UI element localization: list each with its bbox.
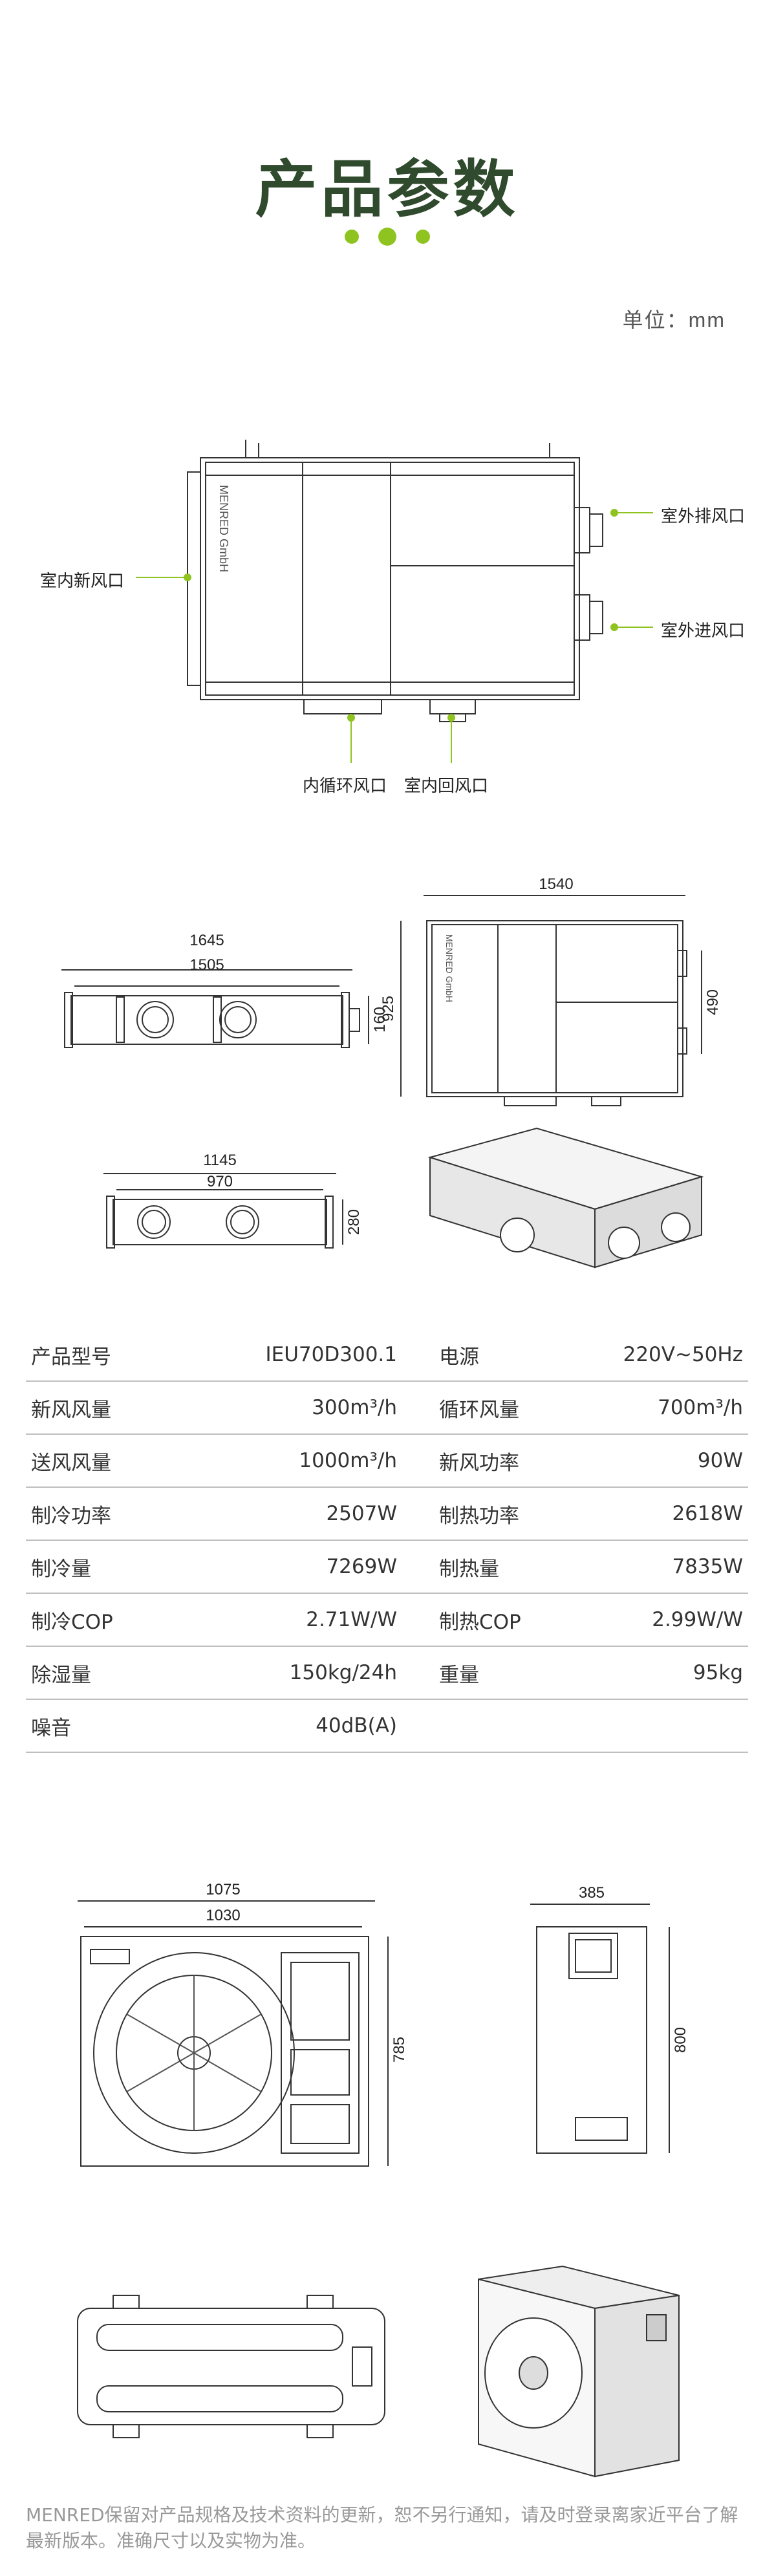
page-title: 产品参数 — [255, 153, 519, 226]
dot-icon — [415, 230, 430, 244]
spec-k1: 送风风量 — [26, 1434, 172, 1488]
spec-v1: 1000m³/h — [172, 1434, 426, 1488]
spec-k2 — [426, 1699, 574, 1753]
title-dots — [0, 228, 774, 246]
dim-280: 280 — [345, 1209, 363, 1235]
dim-1145: 1145 — [203, 1152, 237, 1169]
diagram-indoor-dimensions: 1645 1505 160 MENRED GmbH 1540 925 490 — [0, 873, 774, 1274]
spec-v2: 700m³/h — [574, 1381, 748, 1435]
spec-k1: 制冷量 — [26, 1540, 172, 1594]
label-inner-circulation: 内循环风口 — [303, 777, 387, 796]
spec-k1: 制冷功率 — [26, 1487, 172, 1541]
spec-v1: 2507W — [172, 1487, 426, 1541]
spec-v1: IEU70D300.1 — [172, 1329, 426, 1382]
spec-k1: 产品型号 — [26, 1329, 172, 1382]
dim-785: 785 — [391, 2037, 408, 2063]
spec-v2: 7835W — [574, 1540, 748, 1594]
spec-k2: 制热COP — [426, 1593, 574, 1647]
spec-v1: 40dB(A) — [172, 1699, 426, 1753]
spec-v2: 2.99W/W — [574, 1593, 748, 1647]
spec-v2 — [574, 1699, 748, 1753]
brand-mark-small: MENRED GmbH — [444, 934, 455, 1002]
dim-1030: 1030 — [206, 1907, 240, 1924]
spec-k2: 制热量 — [426, 1540, 574, 1594]
dot-icon — [344, 230, 359, 244]
spec-k1: 除湿量 — [26, 1646, 172, 1700]
label-indoor-return: 室内回风口 — [404, 777, 489, 796]
label-indoor-fresh: 室内新风口 — [40, 572, 125, 591]
spec-k2: 制热功率 — [426, 1487, 574, 1541]
spec-k1: 制冷COP — [26, 1593, 172, 1647]
spec-v1: 150kg/24h — [172, 1646, 426, 1700]
spec-v1: 2.71W/W — [172, 1593, 426, 1647]
spec-k1: 噪音 — [26, 1699, 172, 1753]
spec-v2: 220V~50Hz — [574, 1329, 748, 1382]
dim-1645: 1645 — [189, 932, 224, 949]
outdoor-dimension-drawings: 1075 1030 785 385 800 — [77, 1881, 689, 2478]
spec-v1: 300m³/h — [172, 1381, 426, 1435]
diagram-labeled-top-view: MENRED GmbH 室内新风口 室外排风口 室外进风口 内循环风口 室内回风… — [0, 427, 774, 815]
unit-label: 单位：mm — [622, 308, 726, 332]
dim-970: 970 — [207, 1173, 233, 1190]
spec-k2: 循环风量 — [426, 1381, 574, 1435]
spec-k2: 电源 — [426, 1329, 574, 1382]
label-outdoor-intake: 室外进风口 — [661, 621, 746, 641]
dim-800: 800 — [672, 2027, 689, 2053]
dim-490: 490 — [704, 989, 722, 1015]
dim-160: 160 — [371, 1007, 389, 1033]
spec-v2: 2618W — [574, 1487, 748, 1541]
diagram-outdoor-dimensions: 1075 1030 785 385 800 — [0, 1856, 774, 2489]
dot-icon — [378, 228, 396, 246]
spec-v2: 90W — [574, 1434, 748, 1488]
spec-v2: 95kg — [574, 1646, 748, 1700]
dim-385: 385 — [579, 1884, 605, 1902]
label-outdoor-exhaust: 室外排风口 — [661, 507, 746, 526]
outdoor-unit-iso — [478, 2265, 680, 2478]
indoor-unit-iso — [427, 1127, 704, 1269]
dim-925: 925 — [380, 996, 397, 1022]
spec-k1: 新风风量 — [26, 1381, 172, 1435]
spec-k2: 重量 — [426, 1646, 574, 1700]
brand-mark: MENRED GmbH — [217, 485, 230, 572]
dim-1540: 1540 — [539, 875, 573, 893]
dim-1505: 1505 — [189, 956, 224, 974]
spec-v1: 7269W — [172, 1540, 426, 1594]
dim-1075: 1075 — [206, 1881, 240, 1898]
indoor-dimension-drawings: 1645 1505 160 MENRED GmbH 1540 925 490 — [61, 875, 722, 1269]
spec-k2: 新风功率 — [426, 1434, 574, 1488]
footer-disclaimer: MENRED保留对产品规格及技术资料的更新，恕不另行通知，请及时登录离家近平台了… — [26, 2504, 738, 2551]
unit-top-view-drawing: MENRED GmbH — [136, 440, 653, 763]
